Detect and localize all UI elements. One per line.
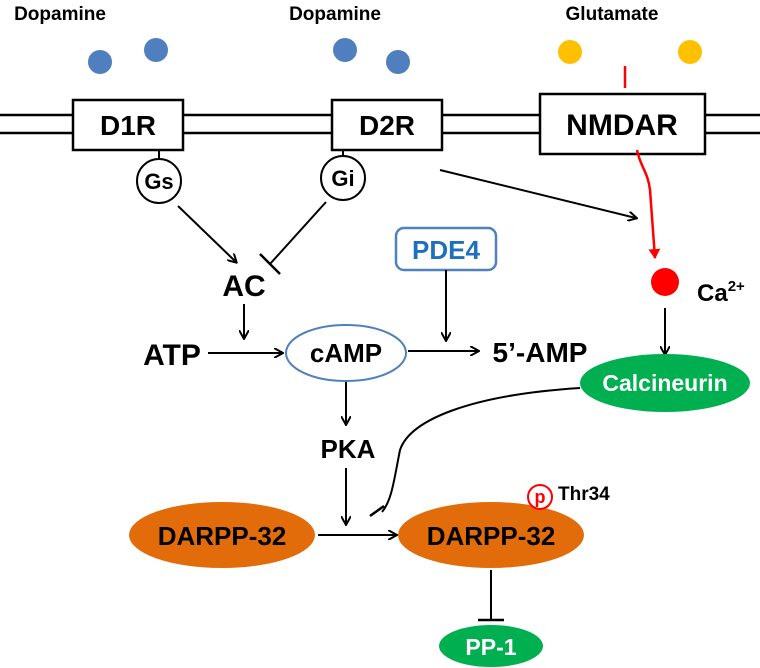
gi-label: Gi	[331, 166, 354, 191]
glutamate-label: Glutamate	[566, 4, 659, 25]
gs-to-ac-arrow	[177, 205, 236, 262]
dopamine-molecule	[144, 38, 168, 62]
phospho-label: p	[535, 487, 546, 507]
darpp32-unphosphorylated	[129, 502, 315, 568]
glutamate-molecule	[558, 40, 582, 64]
amp-label: 5’-AMP	[493, 337, 588, 368]
receptor-nmdar: NMDAR	[538, 92, 707, 156]
dopamine-molecule	[333, 38, 357, 62]
d2r-label: D2R	[359, 110, 415, 141]
gi-inhibits-ac	[269, 201, 327, 265]
phospho-circle	[527, 484, 553, 510]
dopamine-label-2: Dopamine	[289, 4, 381, 25]
camp-label: cAMP	[310, 338, 382, 368]
atp-label: ATP	[143, 339, 201, 372]
calcineurin-label: Calcineurin	[602, 370, 727, 396]
pde4-label: PDE4	[412, 235, 480, 265]
darpp32-right-label: DARPP-32	[427, 521, 556, 551]
calcium-dot	[651, 268, 679, 296]
darpp32-phosphorylated	[398, 502, 584, 568]
thr34-label: Thr34	[558, 484, 610, 505]
calcium-superscript: 2+	[728, 278, 745, 295]
glutamate-molecule	[678, 40, 702, 64]
dopamine-molecule	[386, 50, 410, 74]
gi-circle	[320, 155, 366, 201]
calcineurin-inhibit-bar	[369, 504, 385, 518]
gs-circle	[136, 158, 182, 204]
receptor-d1r: D1R	[71, 98, 185, 152]
darpp32-left-label: DARPP-32	[158, 521, 287, 551]
d1r-label: D1R	[100, 110, 156, 141]
calcium-label: Ca2+	[697, 278, 745, 307]
camp-ellipse	[285, 324, 407, 382]
pp1-label: PP-1	[465, 634, 516, 660]
nmdar-calcium-influx-arrow	[623, 66, 655, 258]
ac-label: AC	[222, 270, 265, 303]
calcineurin-ellipse	[580, 354, 750, 412]
dopamine-molecule	[88, 50, 112, 74]
dopamine-label-1: Dopamine	[14, 4, 106, 25]
gi-inhibits-ac-bar	[259, 253, 281, 275]
pka-label: PKA	[321, 434, 376, 464]
calcium-base: Ca	[697, 280, 728, 307]
nmdar-label: NMDAR	[566, 109, 678, 142]
receptor-d2r: D2R	[330, 98, 444, 152]
calcineurin-inhibits-phospho	[381, 387, 581, 513]
pp1-ellipse	[439, 625, 543, 667]
d2r-to-calcium-arrow	[439, 169, 636, 218]
gs-label: Gs	[144, 169, 173, 194]
